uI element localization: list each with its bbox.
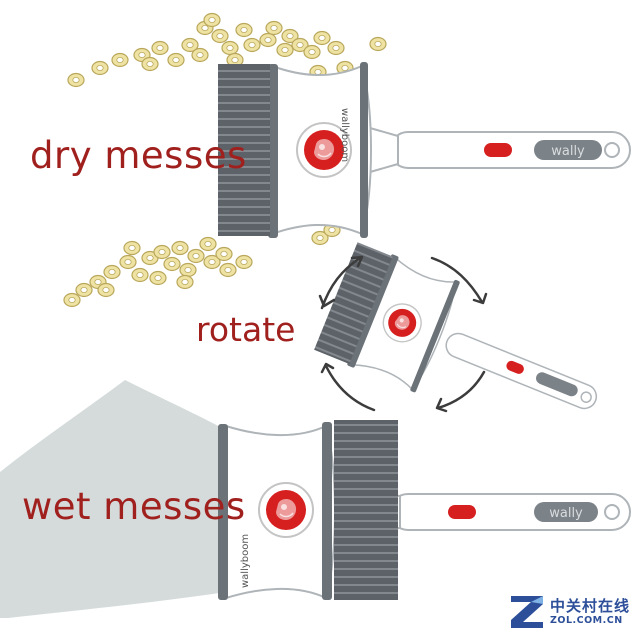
broom-wet: wally wallyboom — [218, 420, 631, 600]
rotate-arrows-icon — [318, 255, 488, 413]
dry-messes-label: dry messes — [30, 134, 247, 177]
broom-brand-logo-text-wet: wallyboom — [240, 534, 251, 588]
watermark: 中关村在线 ZOL.COM.CN — [509, 594, 630, 630]
liquid-splash — [0, 380, 226, 618]
watermark-cn-text: 中关村在线 — [549, 597, 630, 616]
broom-dry: wally wallyboom — [218, 62, 631, 238]
watermark-url-text: ZOL.COM.CN — [549, 614, 623, 626]
handle-brand-text-wet: wally — [549, 506, 583, 521]
broom-rotated — [314, 242, 598, 410]
wet-messes-label: wet messes — [22, 485, 246, 528]
zol-logo-icon — [510, 596, 543, 628]
broom-brand-logo-text: wallyboom — [339, 108, 350, 162]
cereal-pieces-bottom — [63, 222, 341, 308]
handle-brand-text: wally — [551, 144, 585, 159]
rotate-label: rotate — [196, 310, 296, 349]
